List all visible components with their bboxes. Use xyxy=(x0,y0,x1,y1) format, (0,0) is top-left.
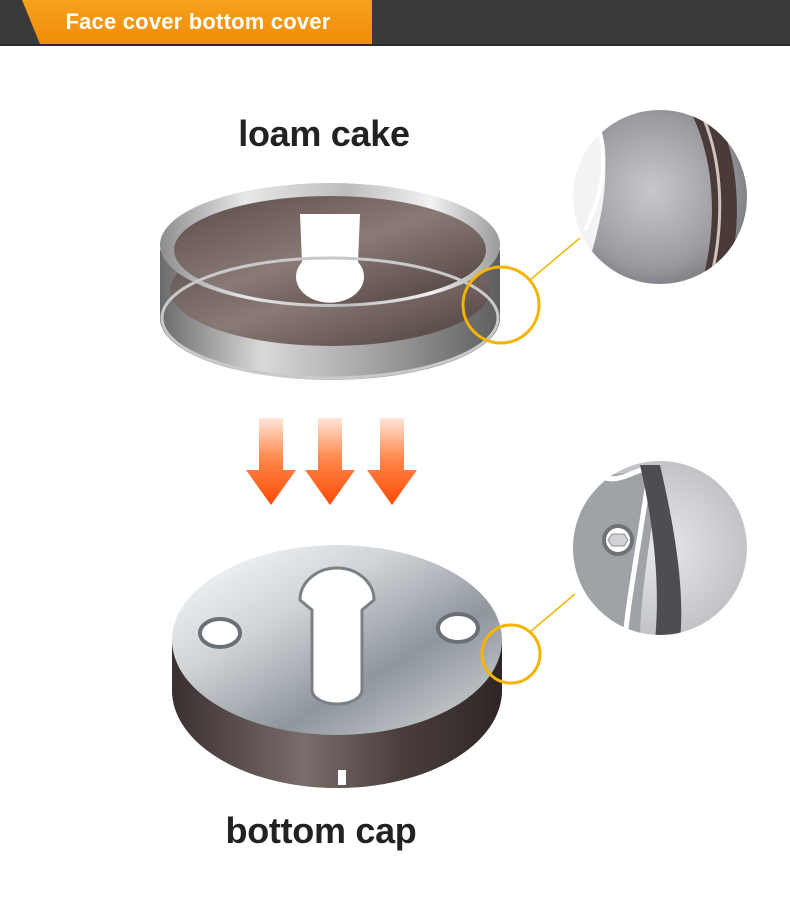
zoom-detail-bottom xyxy=(573,461,747,635)
highlight-ring-bottom xyxy=(480,623,542,685)
highlight-ring-top xyxy=(461,265,541,345)
page-title: Face cover bottom cover xyxy=(65,9,331,34)
bottom-cap-part xyxy=(172,545,502,788)
leader-line-top xyxy=(529,237,581,281)
down-arrow-icon xyxy=(246,418,296,505)
leader-line-bottom xyxy=(529,593,576,633)
loam-cake-label: loam cake xyxy=(238,113,410,154)
down-arrow-icon xyxy=(367,418,417,505)
loam-cake-part xyxy=(160,183,500,380)
bottom-cap-label: bottom cap xyxy=(225,810,417,851)
zoom-detail-top xyxy=(573,110,747,284)
header-tag xyxy=(22,0,372,44)
down-arrow-icon xyxy=(305,418,355,505)
